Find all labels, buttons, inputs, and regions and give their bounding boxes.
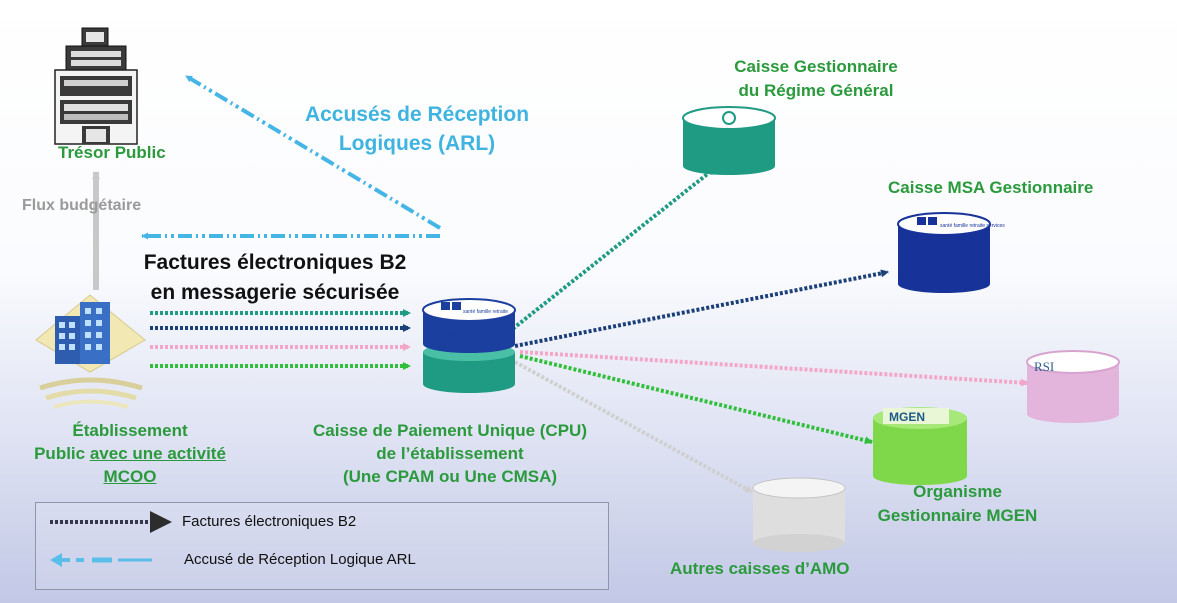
- legend-factures-symbol: [50, 511, 172, 533]
- cpu-label-line2: de l’établissement: [376, 444, 524, 463]
- tresor-public-label: Trésor Public: [58, 143, 166, 162]
- mgen-disk-text: MGEN: [889, 410, 925, 424]
- mgen-line1: Organisme: [913, 482, 1002, 501]
- regime-general-line1: Caisse Gestionnaire: [734, 57, 898, 76]
- rsi-disk-text: RSI: [1034, 359, 1054, 374]
- cpu-label-line1: Caisse de Paiement Unique (CPU): [313, 421, 587, 440]
- msa-cylinder: santé famille retraite services: [897, 212, 1005, 293]
- factures-label-line2: en messagerie sécurisée: [150, 281, 400, 304]
- legend-arl-label: Accusé de Réception Logique ARL: [184, 551, 416, 568]
- regime-general-line2: du Régime Général: [738, 81, 894, 100]
- legend-factures-label: Factures électroniques B2: [182, 513, 357, 530]
- etablissement-line2-b: avec une activité: [89, 444, 226, 463]
- msa-disk-text: santé famille retraite services: [940, 223, 1005, 229]
- etablissement-line1: Établissement: [72, 421, 188, 440]
- cpu-cylinder: santé famille retraite: [422, 298, 516, 393]
- etablissement-line3: MCOO: [103, 467, 157, 486]
- cpu-disk-text: santé famille retraite: [463, 309, 508, 315]
- arl-label-line1: Accusés de Réception: [304, 103, 530, 126]
- arl-arrows: [141, 74, 442, 240]
- etablissement-line2-a: Public: [34, 444, 90, 463]
- factures-label-line1: Factures électroniques B2: [143, 251, 407, 274]
- budget-flow-label: Flux budgétaire: [22, 197, 142, 214]
- factures-label: Factures électroniques B2 en messagerie …: [105, 248, 445, 308]
- legend-arl-symbol: [50, 553, 152, 567]
- cpu-label: Caisse de Paiement Unique (CPU) de l’éta…: [250, 419, 650, 488]
- rsi-cylinder: RSI: [1026, 350, 1120, 423]
- mgen-label: Organisme Gestionnaire MGEN: [860, 480, 1055, 528]
- mgen-cylinder: MGEN: [873, 407, 967, 485]
- etablissement-label: Établissement Public avec une activité M…: [0, 419, 260, 488]
- regime-general-cylinder: [682, 106, 776, 175]
- mgen-line2: Gestionnaire MGEN: [877, 506, 1038, 525]
- autres-label: Autres caisses d’AMO: [670, 559, 850, 578]
- msa-label: Caisse MSA Gestionnaire: [888, 178, 1094, 197]
- cpu-label-line3: (Une CPAM ou Une CMSA): [342, 467, 558, 486]
- autres-cylinder: [752, 477, 846, 552]
- arl-label: Accusés de Réception Logiques (ARL): [277, 100, 557, 158]
- etablissement-building-icon: [35, 294, 146, 409]
- factures-incoming-arrows: [150, 309, 411, 370]
- legend-box: [35, 502, 609, 590]
- factures-outgoing-arrows: [503, 166, 1029, 494]
- regime-general-label: Caisse Gestionnaire du Régime Général: [676, 55, 956, 103]
- etablissement-line2: Public avec une activité: [0, 442, 260, 465]
- arl-label-line2: Logiques (ARL): [338, 132, 496, 155]
- tresor-building-icon: [54, 27, 138, 145]
